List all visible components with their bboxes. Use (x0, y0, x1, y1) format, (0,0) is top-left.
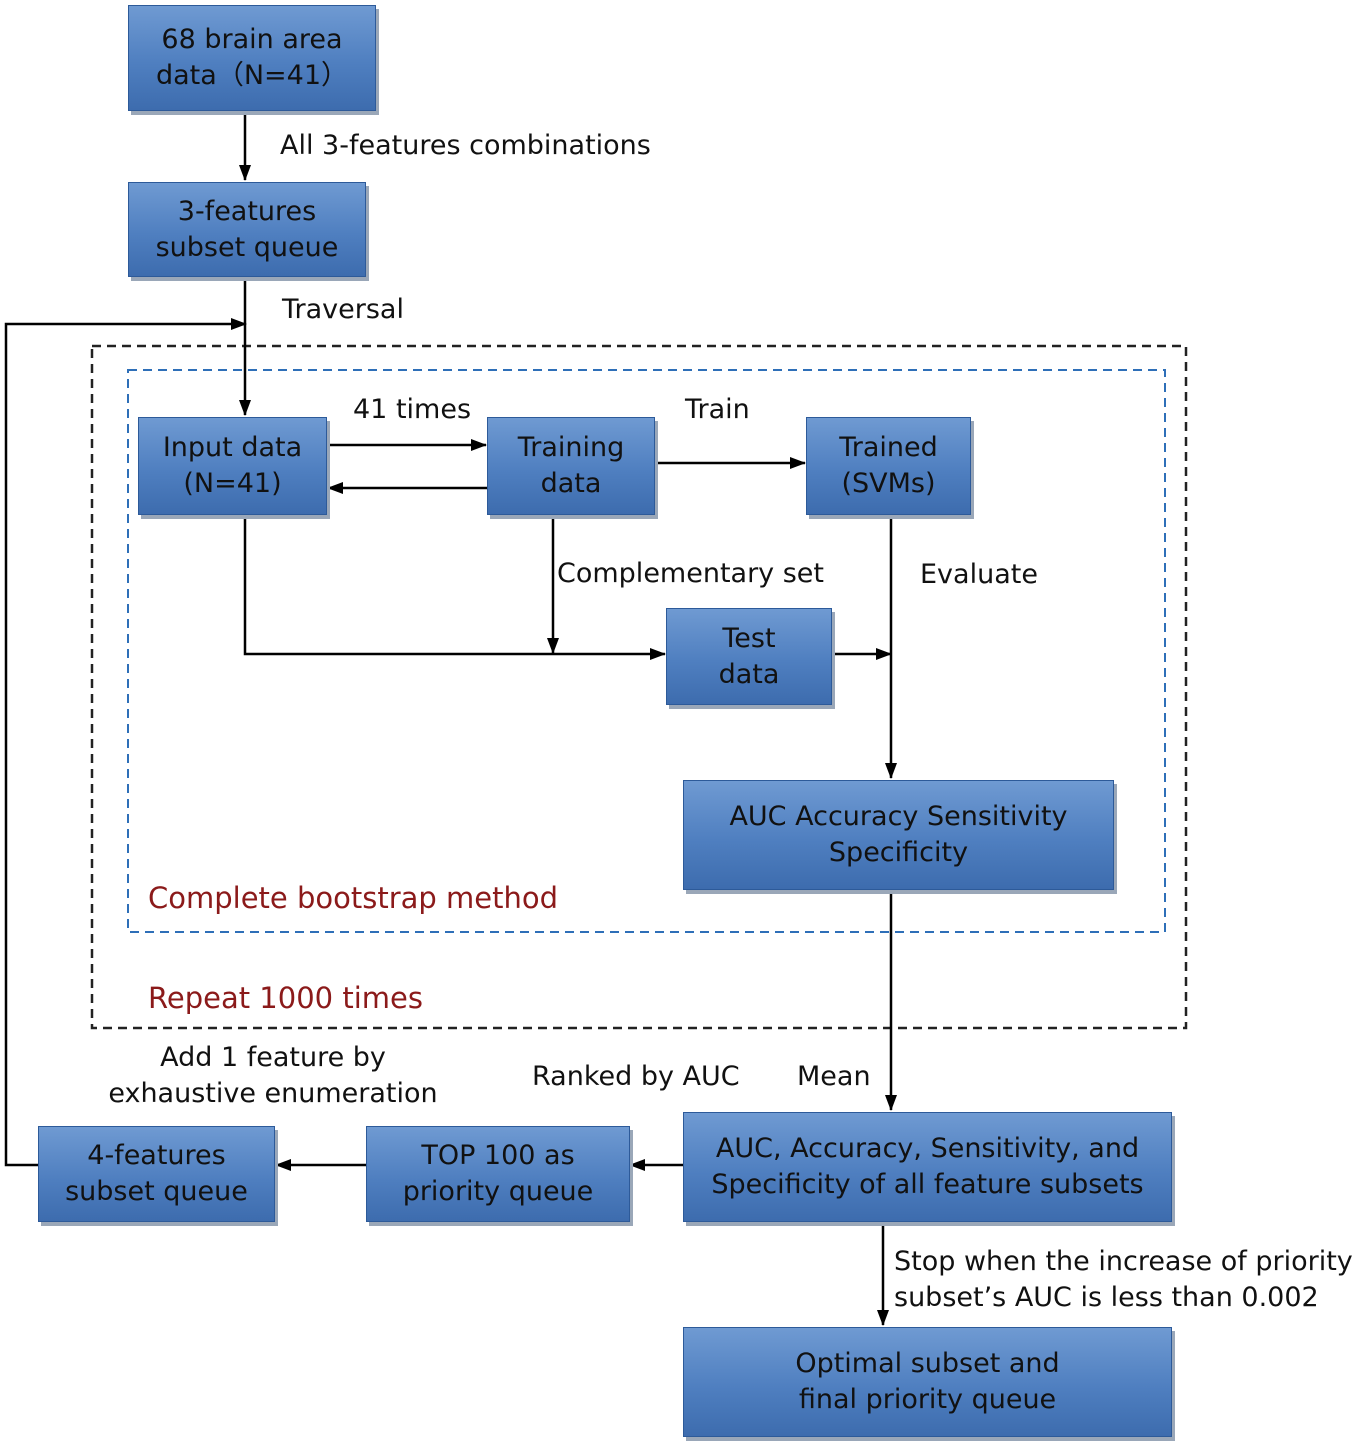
optimal-box: Optimal subset and final priority queue (683, 1327, 1172, 1437)
test-data-line1: Test (722, 622, 776, 654)
all-metrics-box: AUC, Accuracy, Sensitivity, and Specific… (683, 1112, 1172, 1222)
test-data-line2: data (718, 658, 780, 690)
subset3-line2: subset queue (155, 231, 339, 263)
evaluate-label: Evaluate (920, 559, 1038, 590)
input-data-line1: Input data (162, 432, 303, 463)
subset3-line1: 3-features (177, 195, 317, 227)
input-data-box: Input data (N=41) (138, 417, 327, 515)
brain-area-data-box: 68 brain area data（N=41） (128, 5, 376, 111)
add-feature-label: Add 1 feature by exhaustive enumeration (108, 1040, 438, 1112)
stop-line2: subset’s AUC is less than 0.002 (894, 1282, 1319, 1313)
optimal-line1: Optimal subset and (795, 1348, 1060, 1379)
add-feature-line2: exhaustive enumeration (108, 1078, 438, 1109)
top100-line1: TOP 100 as (421, 1140, 575, 1171)
bootstrap-label: Complete bootstrap method (148, 881, 559, 915)
trained-svms-line1: Trained (839, 432, 938, 463)
all-combinations-label: All 3-features combinations (280, 130, 651, 161)
train-label: Train (685, 394, 750, 425)
repeat-frame (90, 344, 1188, 1030)
stop-label: Stop when the increase of priority subse… (894, 1244, 1353, 1316)
subset4-line1: 4-features (87, 1140, 226, 1171)
mean-label: Mean (797, 1061, 871, 1092)
metrics-box: AUC Accuracy Sensitivity Specificity (683, 780, 1114, 890)
metrics-line1: AUC Accuracy Sensitivity (729, 801, 1068, 832)
training-data-box: Training data (487, 417, 655, 515)
add-feature-line1: Add 1 feature by (160, 1042, 386, 1073)
subset4-box: 4-features subset queue (38, 1126, 275, 1222)
all-metrics-line2: Specificity of all feature subsets (711, 1169, 1144, 1200)
optimal-line2: final priority queue (798, 1384, 1057, 1415)
training-data-line1: Training (517, 432, 625, 463)
all-metrics-line1: AUC, Accuracy, Sensitivity, and (715, 1133, 1140, 1164)
trained-svms-box: Trained (SVMs) (806, 417, 971, 515)
repeat-label: Repeat 1000 times (148, 981, 423, 1015)
subset3-box: 3-features subset queue (128, 182, 366, 277)
arrow-subset4-loop (4, 318, 247, 1167)
traversal-label: Traversal (282, 294, 404, 325)
training-data-line2: data (540, 468, 602, 499)
input-data-line2: (N=41) (183, 468, 282, 499)
metrics-line2: Specificity (828, 837, 969, 868)
bootstrap-frame (127, 369, 1166, 933)
brain-area-data-line2: data（N=41） (156, 60, 348, 91)
top100-line2: priority queue (402, 1176, 594, 1207)
subset4-line2: subset queue (65, 1176, 248, 1207)
ranked-label: Ranked by AUC (532, 1061, 740, 1092)
test-data-box: Test data (666, 608, 832, 705)
times41-label: 41 times (353, 394, 472, 425)
brain-area-data-line1: 68 brain area (161, 24, 343, 55)
trained-svms-line2: (SVMs) (841, 468, 936, 499)
stop-line1: Stop when the increase of priority (894, 1246, 1353, 1277)
complementary-label: Complementary set (557, 558, 825, 589)
top100-box: TOP 100 as priority queue (366, 1126, 630, 1222)
arrow-input-to-test (243, 515, 666, 660)
